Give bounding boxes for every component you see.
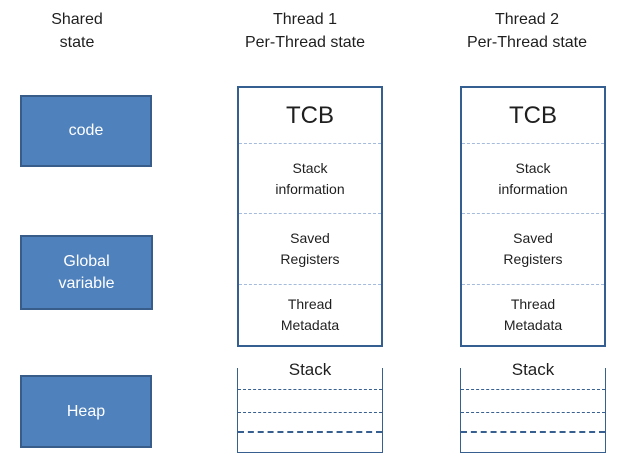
code-box: code xyxy=(20,95,152,167)
thread2-header: Thread 2 Per-Thread state xyxy=(466,11,588,51)
thread1-stack-region: Stack xyxy=(237,360,383,453)
thread2-saved-registers-section: Saved Registers xyxy=(462,213,604,284)
stack-dashed-line xyxy=(461,412,605,413)
thread1-header: Thread 1 Per-Thread state xyxy=(244,11,366,51)
shared-state-header: Shared state xyxy=(51,11,103,51)
stack-dashed-line xyxy=(461,431,605,433)
thread1-tcb-label: TCB xyxy=(286,101,334,129)
thread2-stack-region: Stack xyxy=(460,360,606,453)
stack-dashed-line xyxy=(238,389,382,390)
stack-dashed-line xyxy=(238,431,382,433)
thread1-stack-information-section: Stack information xyxy=(239,143,381,213)
thread1-stack-label: Stack xyxy=(288,360,332,379)
thread1-saved-registers-section: Saved Registers xyxy=(239,213,381,284)
thread1-thread-metadata-section: Thread Metadata xyxy=(239,284,381,345)
thread2-thread-metadata-section: Thread Metadata xyxy=(462,284,604,345)
stack-dashed-line xyxy=(238,412,382,413)
thread1-state-box: TCB Stack information Saved Registers Th… xyxy=(237,86,383,347)
thread2-tcb-label: TCB xyxy=(509,101,557,129)
thread2-state-box: TCB Stack information Saved Registers Th… xyxy=(460,86,606,347)
stack-dashed-line xyxy=(461,389,605,390)
global-variable-box: Global variable xyxy=(20,235,153,310)
thread2-stack-label: Stack xyxy=(511,360,555,379)
heap-box: Heap xyxy=(20,375,152,448)
thread2-stack-information-section: Stack information xyxy=(462,143,604,213)
